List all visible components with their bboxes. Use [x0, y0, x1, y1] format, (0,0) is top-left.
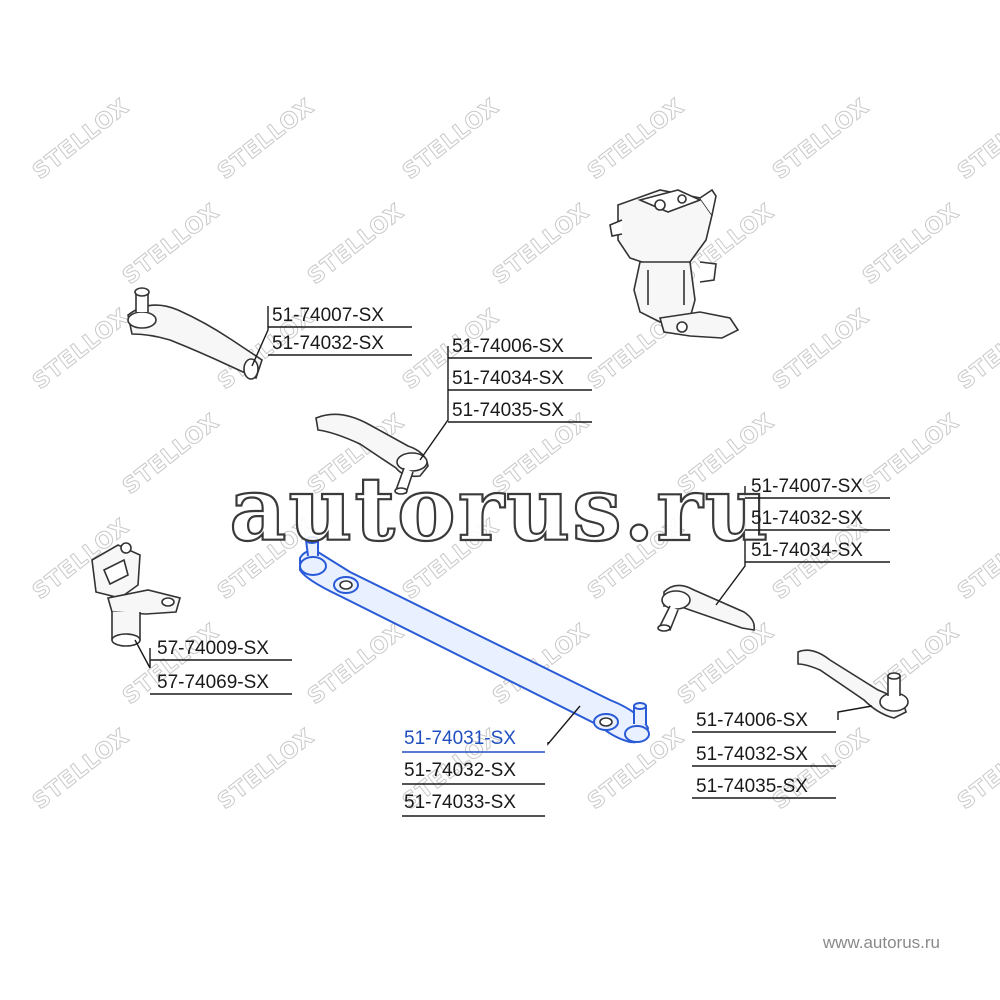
watermark-word: STELLOX [768, 304, 874, 395]
tie-rod-end-right-lower-drawing [797, 649, 909, 719]
part-number-label[interactable]: 51-74007-SX [751, 476, 863, 497]
watermark-word: STELLOX [213, 94, 319, 185]
part-number-label-highlighted[interactable]: 51-74031-SX [404, 728, 516, 749]
tie-rod-end-middle-drawing [315, 413, 429, 495]
watermark-word: STELLOX [303, 199, 409, 290]
watermark-word: STELLOX [118, 199, 224, 290]
part-number-label[interactable]: 51-74034-SX [452, 368, 564, 389]
steering-gearbox-drawing [609, 188, 740, 339]
watermark-word: STELLOX [768, 724, 874, 815]
callout-right-lower: 51-74006-SX 51-74032-SX 51-74035-SX [692, 710, 836, 799]
callout-right-upper: 51-74007-SX 51-74032-SX 51-74034-SX [745, 476, 890, 563]
part-number-label[interactable]: 51-74007-SX [272, 305, 384, 326]
watermark-word: STELLOX [488, 199, 594, 290]
part-number-label[interactable]: 51-74034-SX [751, 540, 863, 561]
watermark-word: STELLOX [583, 94, 689, 185]
idler-arm-drawing [91, 542, 181, 647]
watermark-word: STELLOX [953, 724, 1000, 815]
part-number-label[interactable]: 51-74032-SX [272, 333, 384, 354]
tie-rod-end-right-upper-drawing [657, 584, 756, 632]
part-number-label[interactable]: 51-74032-SX [404, 760, 516, 781]
leader-lines [134, 306, 873, 746]
part-number-label[interactable]: 51-74035-SX [696, 776, 808, 797]
part-number-label[interactable]: 51-74032-SX [751, 508, 863, 529]
watermark-word: STELLOX [28, 724, 134, 815]
watermark-word: STELLOX [213, 724, 319, 815]
tie-rod-end-upper-left-drawing [127, 287, 263, 380]
watermark-word: STELLOX [858, 409, 964, 500]
watermark-word: STELLOX [768, 94, 874, 185]
part-number-label[interactable]: 51-74035-SX [452, 400, 564, 421]
callout-center-link: 51-74031-SX 51-74032-SX 51-74033-SX [402, 728, 545, 817]
callout-upper-left: 51-74007-SX 51-74032-SX [268, 305, 412, 356]
watermark-word: STELLOX [28, 94, 134, 185]
part-number-label[interactable]: 57-74009-SX [157, 638, 269, 659]
watermark-word: STELLOX [953, 514, 1000, 605]
watermark-word: STELLOX [28, 304, 134, 395]
part-number-label[interactable]: 57-74069-SX [157, 672, 269, 693]
autorus-watermark: autorus.ru [229, 457, 770, 561]
watermark-word: STELLOX [118, 409, 224, 500]
watermark-word: STELLOX [953, 304, 1000, 395]
part-number-label[interactable]: 51-74032-SX [696, 744, 808, 765]
watermark-word: STELLOX [673, 619, 779, 710]
part-number-label[interactable]: 51-74033-SX [404, 792, 516, 813]
footer-url[interactable]: www.autorus.ru [822, 933, 940, 952]
watermark-word: STELLOX [858, 199, 964, 290]
watermark-word: STELLOX [398, 94, 504, 185]
callout-idler-arm: 57-74009-SX 57-74069-SX [150, 638, 292, 695]
callout-middle: 51-74006-SX 51-74034-SX 51-74035-SX [448, 336, 592, 423]
center-link-drawing [299, 536, 650, 744]
watermark-word: STELLOX [303, 619, 409, 710]
part-number-label[interactable]: 51-74006-SX [452, 336, 564, 357]
watermark-word: STELLOX [953, 94, 1000, 185]
part-number-label[interactable]: 51-74006-SX [696, 710, 808, 731]
stellox-watermark-pattern: STELLOX STELLOX STELLOX STELLOX STELLOX STELL… [28, 94, 1000, 816]
